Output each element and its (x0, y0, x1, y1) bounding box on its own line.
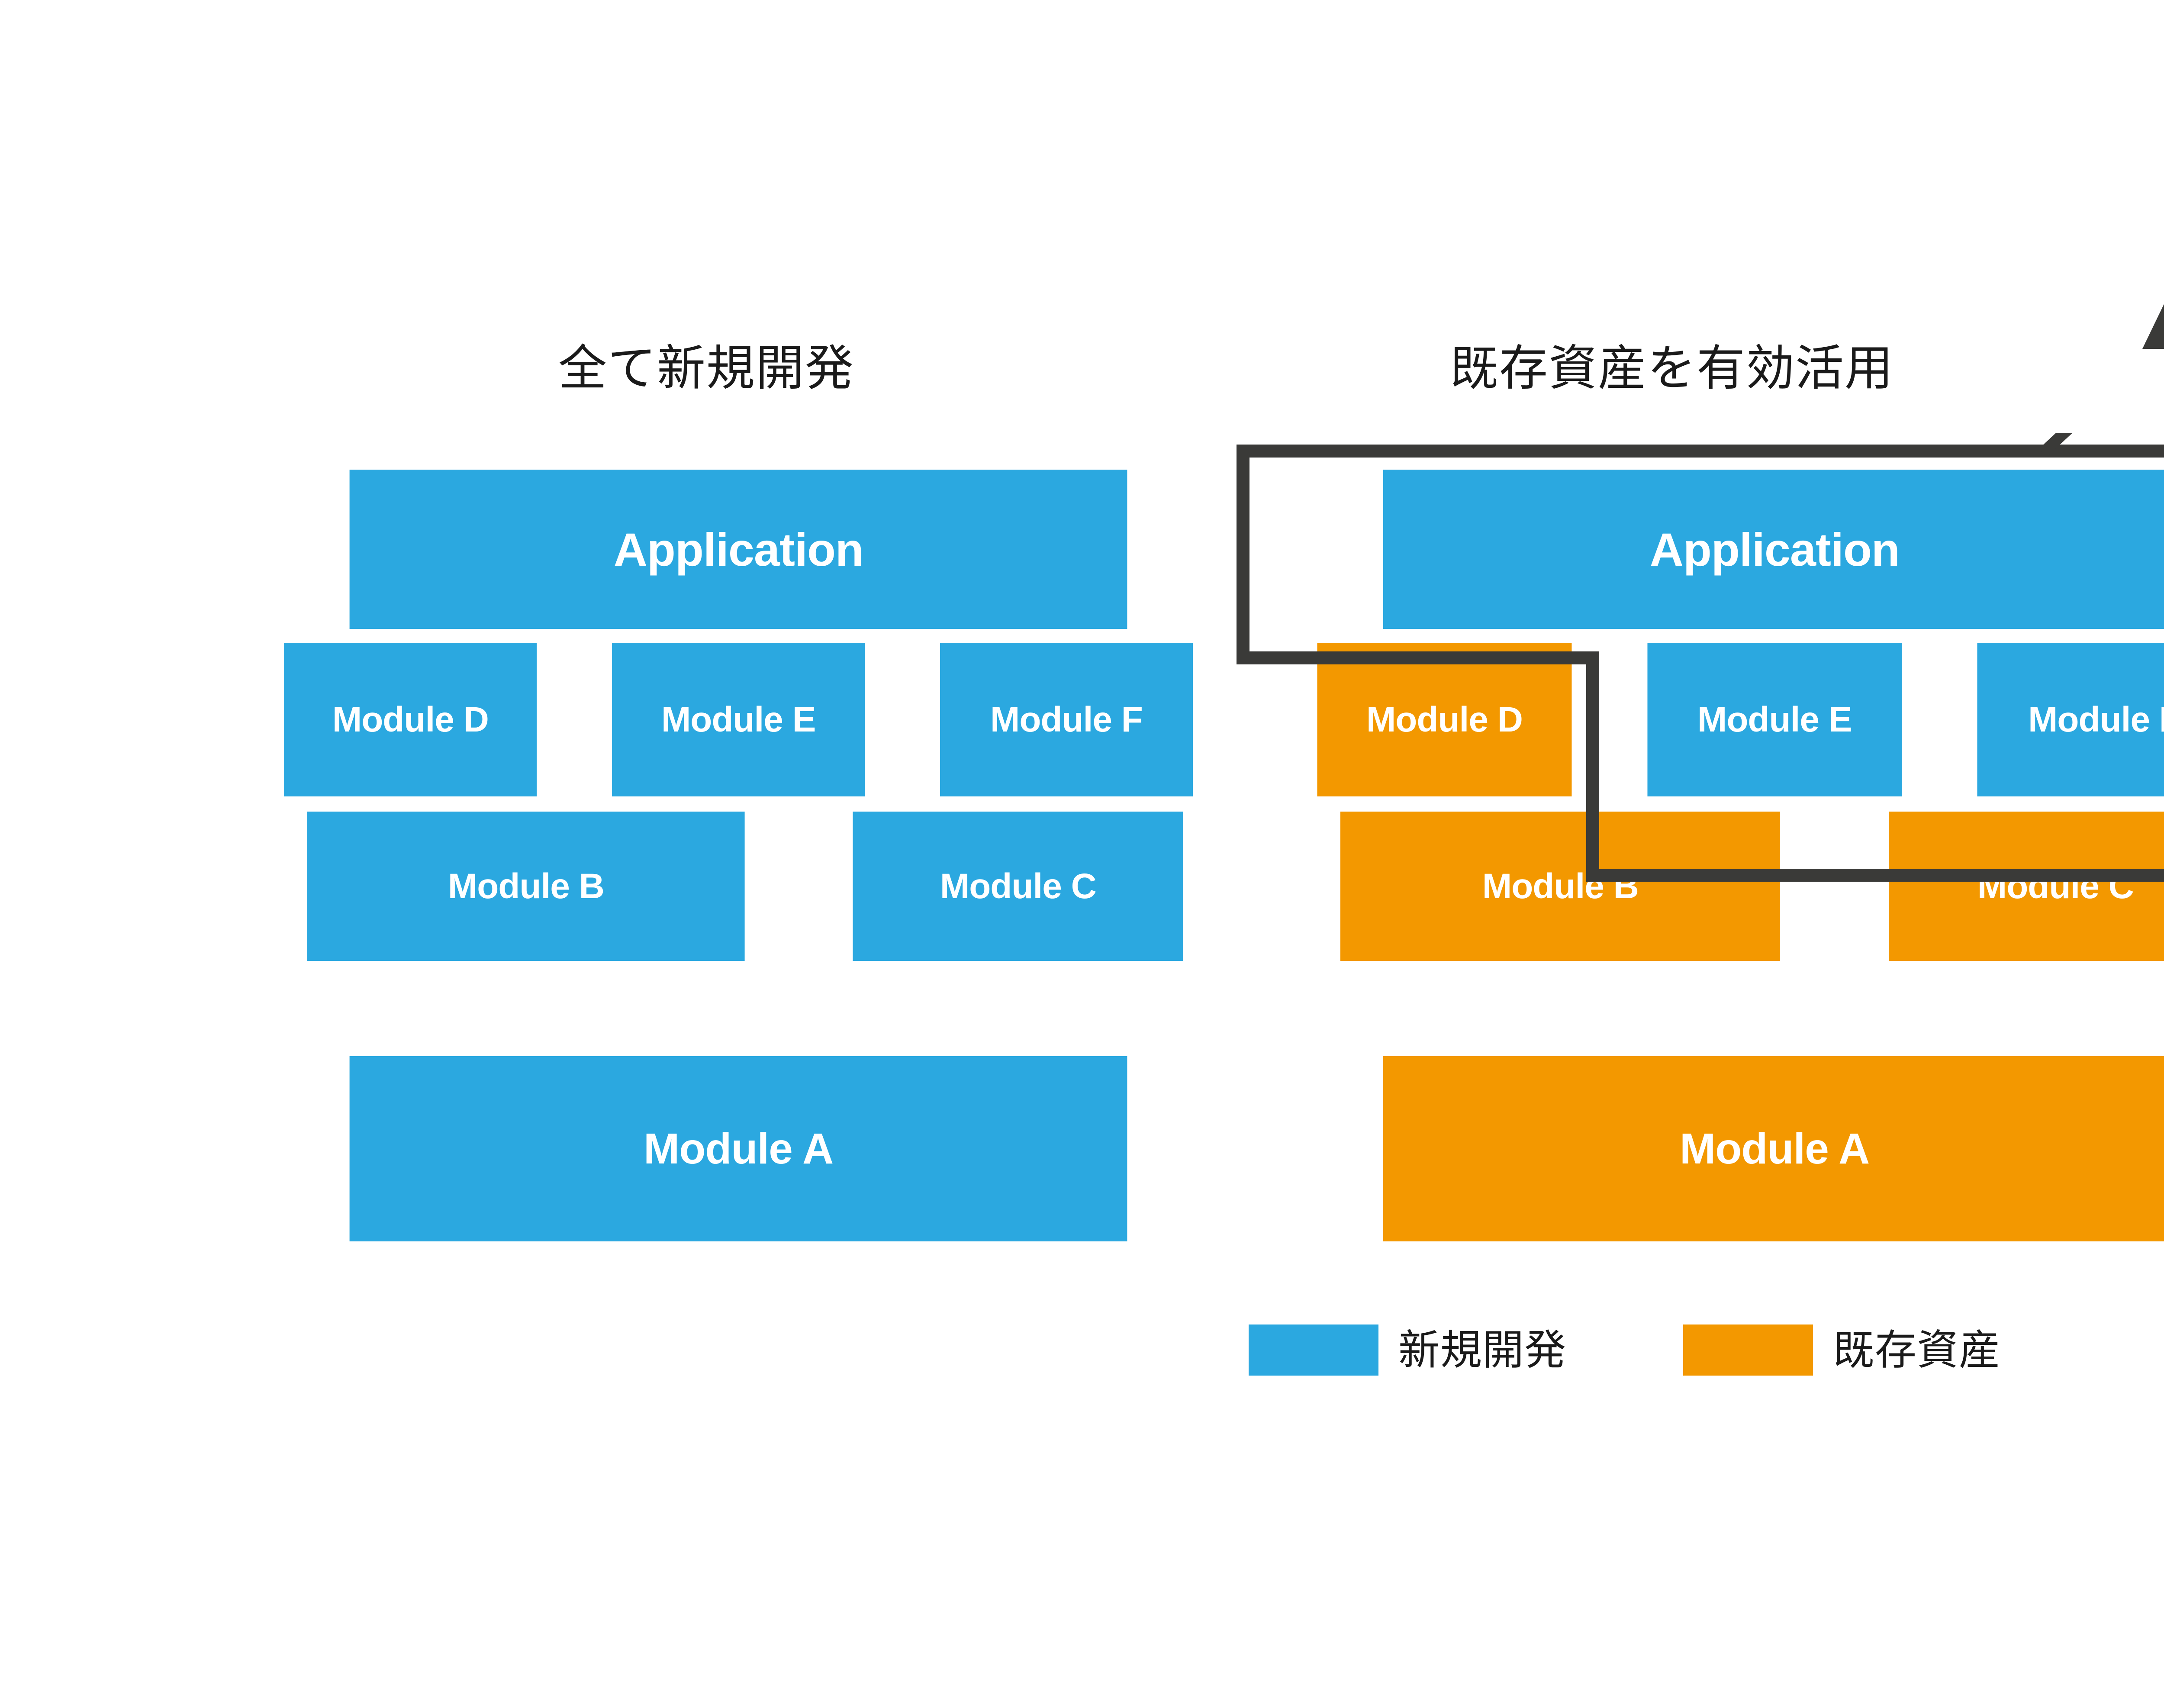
block-label: Module E (1697, 699, 1852, 739)
left-row-modules-bc: Module B Module C (252, 812, 1224, 961)
block-label: Module C (940, 866, 1097, 906)
legend-item-new-development: 新規開発 (1249, 1325, 1566, 1376)
block-module-a-left[interactable]: Module A (349, 1056, 1127, 1241)
block-label: Module B (448, 866, 605, 906)
block-label: Module A (1679, 1124, 1870, 1173)
block-label: Module F (2028, 699, 2164, 739)
block-module-f-left[interactable]: Module F (940, 643, 1193, 796)
block-application-right[interactable]: Application (1383, 470, 2164, 629)
block-module-b-left[interactable]: Module B (307, 812, 745, 961)
block-label: Module C (1977, 866, 2134, 906)
callout-banner-label: 開発するのはココだけ (2142, 289, 2164, 349)
block-gap (568, 643, 580, 796)
block-label: Application (613, 523, 864, 576)
block-application-left[interactable]: Application (349, 470, 1127, 629)
legend-label-new-development: 新規開発 (1398, 1326, 1566, 1374)
legend-label-existing-assets: 既存資産 (1833, 1326, 2001, 1374)
block-module-d-left[interactable]: Module D (284, 643, 537, 796)
block-label: Module E (661, 699, 816, 739)
block-module-f-right[interactable]: Module F (1977, 643, 2164, 796)
block-gap (1933, 643, 1945, 796)
block-label: Module F (990, 699, 1143, 739)
block-label: Application (1649, 523, 1900, 576)
callout-banner: 開発するのはココだけ (2142, 289, 2164, 349)
block-label: Module D (332, 699, 489, 739)
block-module-e-right[interactable]: Module E (1647, 643, 1902, 796)
left-row-modules-def: Module D Module E Module F (252, 643, 1224, 796)
block-module-e-left[interactable]: Module E (612, 643, 865, 796)
right-row-application: Application (1285, 470, 2164, 629)
left-row-application: Application (252, 470, 1224, 629)
left-row-module-a: Module A (252, 1056, 1224, 1241)
block-module-a-right[interactable]: Module A (1383, 1056, 2164, 1241)
block-label: Module A (643, 1124, 834, 1173)
left-architecture-stack: Application Module D Module E Module F M… (252, 470, 1224, 1241)
right-row-module-a: Module A (1285, 1056, 2164, 1241)
legend-swatch-blue (1249, 1325, 1378, 1376)
left-column-title: 全て新規開発 (558, 340, 854, 396)
block-module-d-right[interactable]: Module D (1317, 643, 1572, 796)
block-gap (1835, 812, 1847, 961)
legend-swatch-orange (1683, 1325, 1813, 1376)
callout-leader-line (2039, 433, 2073, 457)
block-module-c-left[interactable]: Module C (853, 812, 1183, 961)
right-architecture-stack: Application Module D Module E Module F M… (1285, 470, 2164, 1241)
block-gap (896, 643, 908, 796)
block-gap (799, 812, 812, 961)
right-row-modules-bc: Module B Module C (1285, 812, 2164, 961)
right-column-title: 既存資産を有効活用 (1450, 340, 1894, 396)
block-module-c-right[interactable]: Module C (1889, 812, 2164, 961)
legend-item-existing-assets: 既存資産 (1683, 1325, 2001, 1376)
block-label: Module D (1366, 699, 1523, 739)
block-gap (1604, 643, 1616, 796)
block-label: Module B (1482, 866, 1639, 906)
right-row-modules-def: Module D Module E Module F (1285, 643, 2164, 796)
block-module-b-right[interactable]: Module B (1340, 812, 1780, 961)
legend: 新規開発 既存資産 (1249, 1325, 2001, 1376)
